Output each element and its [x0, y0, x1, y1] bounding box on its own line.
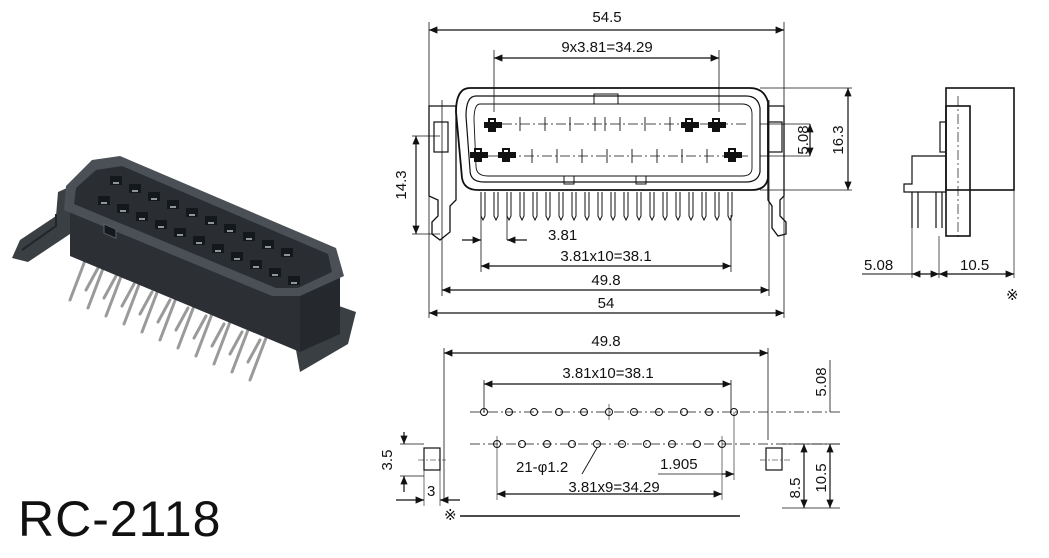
dim-overall-depth: 10.5 [813, 463, 830, 492]
dim-peg-height: 3.5 [379, 450, 396, 471]
footprint-note-mark: ※ [444, 507, 457, 524]
dimension-labels: 54.5 9x3.81=34.29 5.08 16.3 14.3 3.81 3.… [379, 9, 1019, 524]
side-view [862, 87, 1015, 278]
dim-overall-width: 54.5 [592, 9, 621, 26]
dim-row-pitch: 5.08 [795, 125, 812, 154]
dim-offset: 1.905 [660, 456, 698, 473]
hole-label: 21-φ1.2 [516, 459, 568, 476]
dim-footprint-width: 49.8 [591, 333, 620, 350]
dim-top-pitch: 9x3.81=34.29 [561, 39, 652, 56]
dim-pin-span: 3.81x10=38.1 [560, 248, 651, 265]
dim-pin-pitch: 3.81 [548, 227, 577, 244]
dim-footprint-row-pitch: 5.08 [813, 367, 830, 396]
dim-flange-width: 54 [598, 295, 615, 312]
dim-peg-width: 3 [427, 483, 435, 500]
dim-bottom-row-span: 3.81x9=34.29 [568, 479, 659, 496]
side-note-mark: ※ [1006, 287, 1019, 304]
front-view [412, 22, 852, 318]
dim-peg-offset: 8.5 [787, 478, 804, 499]
dim-body-height: 16.3 [830, 125, 847, 154]
dim-top-row-span: 3.81x10=38.1 [562, 365, 653, 382]
dim-side-depth: 10.5 [960, 257, 989, 274]
footprint-view [396, 348, 840, 517]
dim-side-pin-offset: 5.08 [864, 257, 893, 274]
dim-side-height: 14.3 [393, 170, 410, 199]
connector-photo [12, 156, 356, 382]
dim-body-width: 49.8 [591, 272, 620, 289]
model-number: RC-2118 [18, 491, 222, 547]
